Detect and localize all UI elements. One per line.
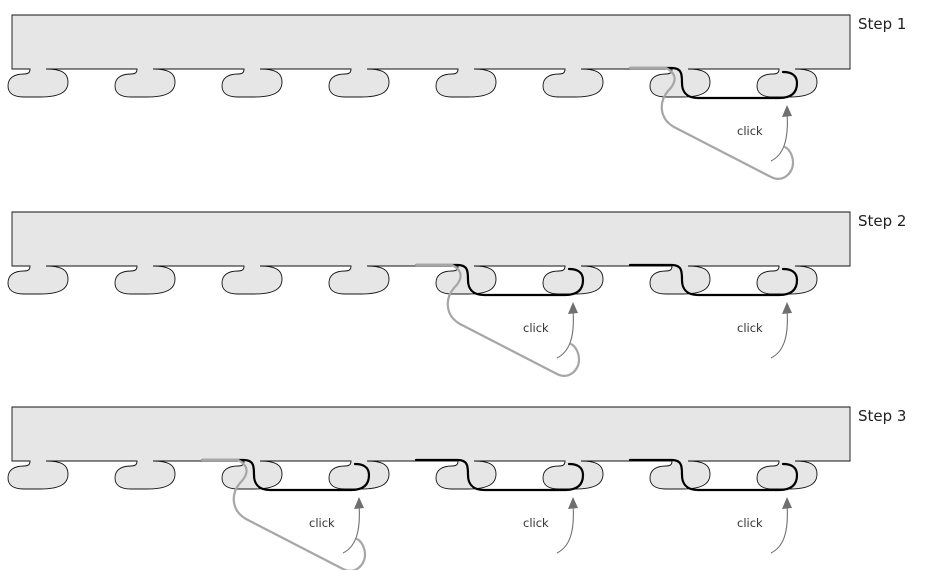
click-arrow-head <box>782 105 792 117</box>
floor-tile-strip <box>7 14 851 98</box>
click-arrow <box>770 112 788 162</box>
click-arrow-head <box>782 302 792 314</box>
locked-segment <box>414 458 585 492</box>
click-label: click <box>737 124 763 138</box>
click-label: click <box>523 516 549 530</box>
click-arrow-head <box>354 497 364 509</box>
locked-segment <box>200 458 371 492</box>
rotation-path <box>200 458 367 570</box>
click-arrow <box>342 504 360 554</box>
click-arrow <box>556 309 574 359</box>
locked-segment <box>628 263 799 297</box>
step-label: Step 3 <box>858 407 906 425</box>
rotation-path <box>628 66 795 180</box>
click-arrow-head <box>782 497 792 509</box>
locked-segment <box>628 458 799 492</box>
floor-tile-strip <box>7 406 851 490</box>
step-label: Step 2 <box>858 212 906 230</box>
click-label: click <box>737 516 763 530</box>
click-arrow <box>556 504 574 554</box>
floor-tile-strip <box>7 211 851 295</box>
click-label: click <box>309 516 335 530</box>
click-label: click <box>523 321 549 335</box>
locked-segment <box>628 66 799 100</box>
click-arrow <box>770 504 788 554</box>
click-arrow <box>770 309 788 359</box>
locked-segment <box>414 263 585 297</box>
rotation-path <box>414 263 581 377</box>
click-arrow-head <box>568 302 578 314</box>
step-group: click click Step 2 <box>7 211 906 377</box>
step-label: Step 1 <box>858 15 906 33</box>
step-group: click click click Step 3 <box>7 406 906 570</box>
step-group: click Step 1 <box>7 14 906 180</box>
click-arrow-head <box>568 497 578 509</box>
click-label: click <box>737 321 763 335</box>
